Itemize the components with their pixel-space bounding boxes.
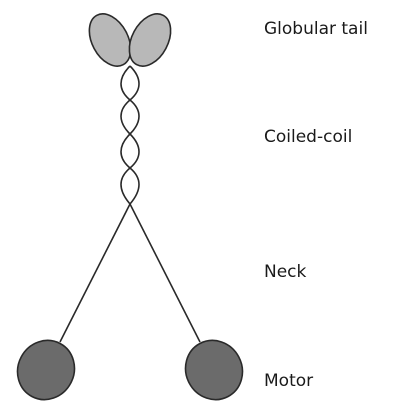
neck-line-left <box>60 204 130 342</box>
neck <box>60 204 200 342</box>
label-motor: Motor <box>264 371 313 391</box>
coiled-coil <box>121 66 139 204</box>
motor-head-left <box>7 330 85 404</box>
coil-strand-b <box>121 66 139 204</box>
motor-heads <box>7 330 253 404</box>
label-neck: Neck <box>264 262 306 282</box>
globular-tail <box>81 7 179 73</box>
neck-line-right <box>130 204 200 342</box>
motor-head-right <box>175 330 253 404</box>
label-globular-tail: Globular tail <box>264 19 368 39</box>
label-coiled-coil: Coiled-coil <box>264 127 352 147</box>
